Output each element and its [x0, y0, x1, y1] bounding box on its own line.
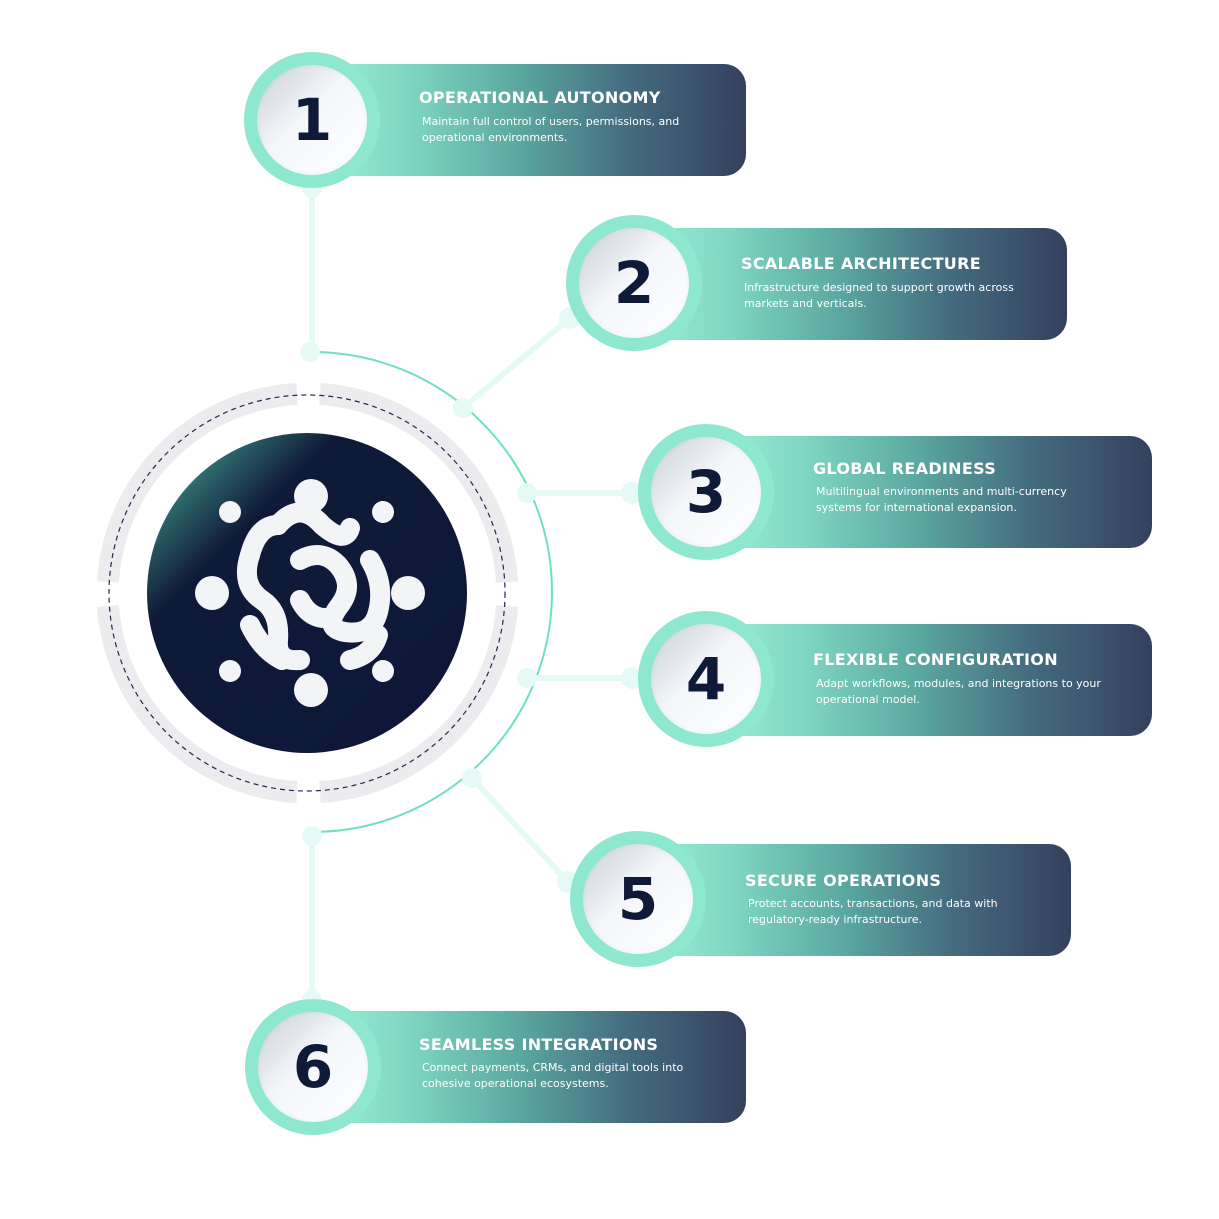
- connector-lines: [309, 185, 635, 1003]
- feature-badge-6: 6: [245, 999, 381, 1135]
- feature-description: Infrastructure designed to support growt…: [744, 281, 1014, 310]
- outer-ring: [97, 383, 518, 803]
- feature-card-2: SCALABLE ARCHITECTURE Infrastructure des…: [634, 228, 1067, 340]
- feature-title: OPERATIONAL AUTONOMY: [419, 88, 661, 107]
- feature-number: 1: [291, 86, 333, 154]
- mint-arc: [311, 351, 553, 833]
- feature-description: Connect payments, CRMs, and digital tool…: [422, 1061, 684, 1090]
- feature-badge-3: 3: [638, 424, 774, 560]
- dashed-ring: [108, 394, 506, 792]
- feature-description: Maintain full control of users, permissi…: [422, 115, 680, 144]
- feature-number: 3: [685, 458, 727, 526]
- feature-card-5: SECURE OPERATIONS Protect accounts, tran…: [638, 844, 1071, 956]
- feature-title: SCALABLE ARCHITECTURE: [741, 254, 981, 273]
- feature-number: 5: [617, 865, 659, 933]
- feature-number: 2: [613, 249, 655, 317]
- feature-card-4: FLEXIBLE CONFIGURATION Adapt workflows, …: [706, 624, 1152, 736]
- feature-title: SECURE OPERATIONS: [745, 871, 942, 890]
- feature-title: SEAMLESS INTEGRATIONS: [419, 1035, 659, 1054]
- feature-card-1: OPERATIONAL AUTONOMY Maintain full contr…: [312, 64, 746, 176]
- feature-description: Multilingual environments and multi-curr…: [816, 485, 1067, 514]
- feature-badge-4: 4: [638, 611, 774, 747]
- feature-card-3: GLOBAL READINESS Multilingual environmen…: [706, 436, 1152, 548]
- molecular-network-logo-icon: [147, 433, 467, 753]
- feature-card-6: SEAMLESS INTEGRATIONS Connect payments, …: [312, 1011, 746, 1123]
- feature-badge-5: 5: [570, 831, 706, 967]
- feature-number: 6: [292, 1033, 334, 1101]
- feature-description: Adapt workflows, modules, and integratio…: [816, 677, 1101, 706]
- feature-title: FLEXIBLE CONFIGURATION: [813, 650, 1058, 669]
- feature-description: Protect accounts, transactions, and data…: [748, 897, 998, 926]
- feature-title: GLOBAL READINESS: [813, 459, 997, 478]
- feature-badge-2: 2: [566, 215, 702, 351]
- feature-badge-1: 1: [244, 52, 380, 188]
- feature-number: 4: [685, 645, 727, 713]
